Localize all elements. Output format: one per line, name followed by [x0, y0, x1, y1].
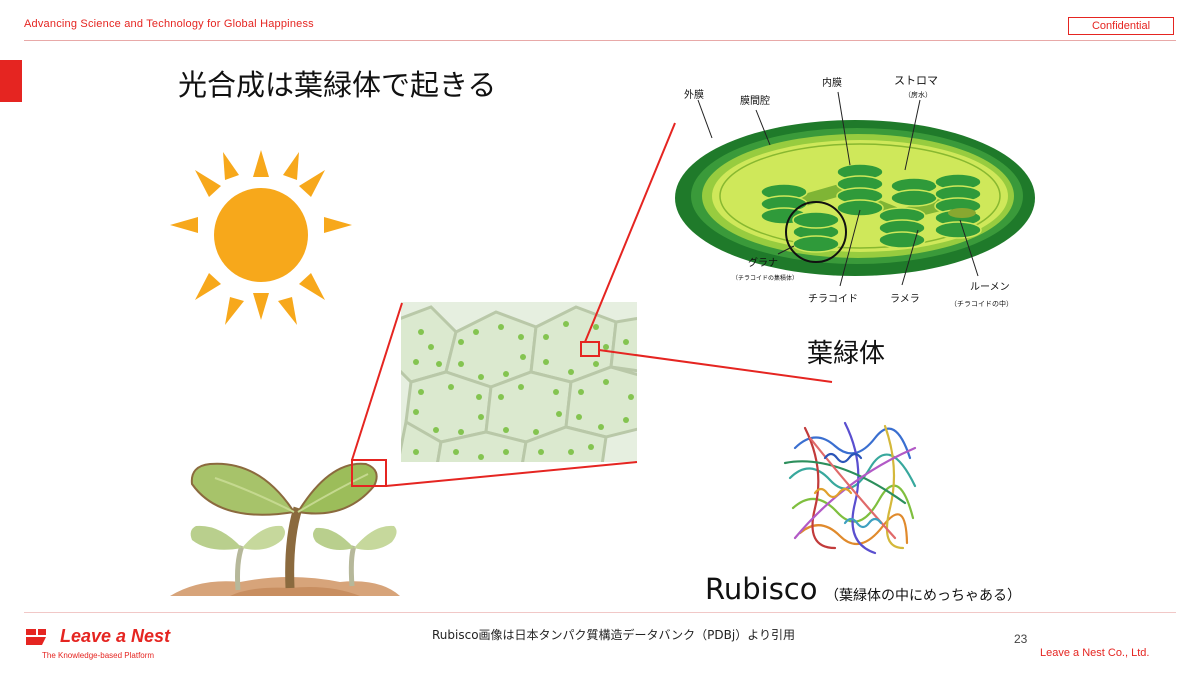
label-outer-membrane: 外膜: [684, 89, 704, 101]
chloroplast-label: 葉緑体: [807, 339, 886, 369]
confidential-badge: Confidential: [1068, 17, 1174, 35]
header-tagline: Advancing Science and Technology for Glo…: [24, 18, 314, 30]
page-number: 23: [1014, 632, 1028, 646]
cell-zoom-box: [580, 341, 600, 357]
label-stroma-sub: （房水）: [904, 90, 932, 99]
sun-icon: [170, 150, 352, 325]
label-stroma: ストロマ: [894, 74, 938, 87]
rubisco-label: Rubisco: [705, 572, 818, 606]
footer-divider: [24, 612, 1176, 613]
leaf-cell-micrograph: [401, 302, 637, 462]
label-lumen: ルーメン: [970, 282, 1010, 293]
image-credit: Rubisco画像は日本タンパク質構造データバンク（PDBj）より引用: [432, 628, 795, 642]
company-name: Leave a Nest Co., Ltd.: [1040, 647, 1150, 659]
logo-mark-icon: [26, 629, 46, 645]
leaf-zoom-box: [351, 459, 387, 487]
header-divider: [24, 40, 1176, 41]
brand-logo-text: Leave a Nest: [60, 626, 171, 646]
seedling-icon: [170, 462, 400, 596]
rubisco-note: （葉緑体の中にめっちゃある）: [825, 588, 1021, 604]
label-inner-membrane: 内膜: [822, 76, 842, 89]
label-lumen-sub: （チラコイドの中）: [950, 299, 1013, 308]
label-lamella: ラメラ: [890, 293, 920, 305]
title-accent-bar: [0, 60, 22, 102]
label-thylakoid: チラコイド: [808, 293, 858, 305]
rubisco-structure-image: [783, 421, 917, 555]
chloroplast-diagram: 外膜 膜間腔 内膜 ストロマ （房水） グラナ （チラコイドの集積体） チラコイ…: [675, 74, 1035, 308]
label-intermembrane-space: 膜間腔: [740, 94, 770, 107]
label-grana-sub: （チラコイドの集積体）: [732, 274, 798, 282]
brand-subtitle: The Knowledge-based Platform: [42, 651, 155, 660]
label-grana: グラナ: [748, 256, 778, 269]
slide-title: 光合成は葉緑体で起きる: [178, 68, 497, 102]
